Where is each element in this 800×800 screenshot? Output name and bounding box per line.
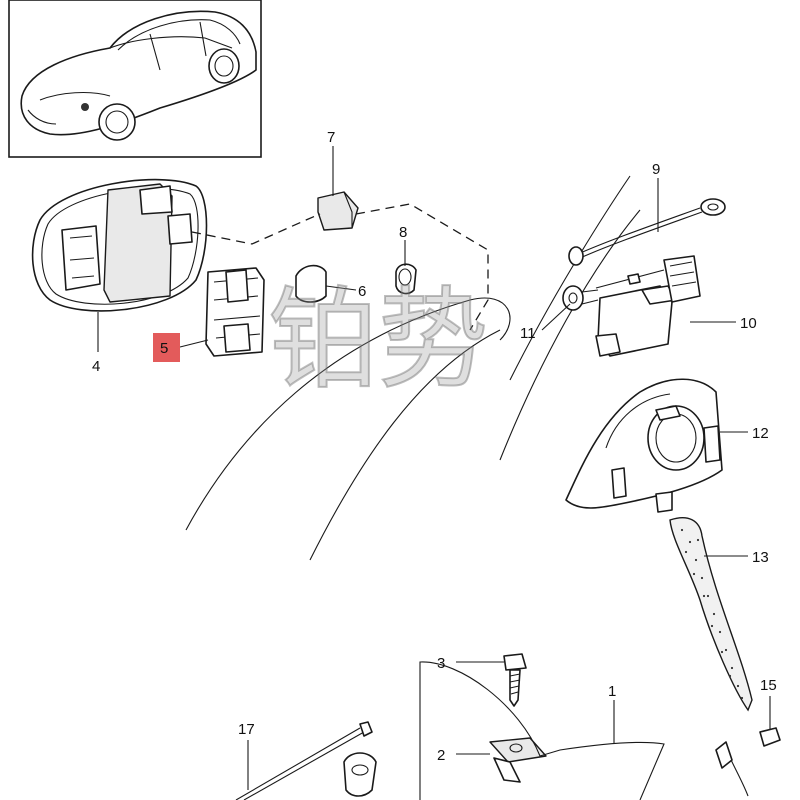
callout-13: 13 [752,549,769,566]
callout-9: 9 [652,161,660,178]
part-13-hose [669,517,753,712]
part-11-plunger [562,285,599,311]
callout-5: 5 [160,340,168,357]
part-3-screw [503,653,527,707]
callout-12: 12 [752,425,769,442]
car-illustration [20,10,257,141]
callout-8: 8 [399,224,407,241]
callout-3: 3 [437,655,445,672]
part-6-clip [295,264,327,303]
callout-17: 17 [238,721,255,738]
vehicle-thumbnail [8,0,262,158]
part-8-grommet [395,263,417,295]
leader-lines [97,146,771,790]
part-15-clip [715,727,781,797]
callout-5-highlight [153,333,180,362]
assembly-dashed-line [191,203,489,331]
callout-6: 6 [358,283,366,300]
part-7-bumper [317,191,359,231]
callout-11: 11 [520,325,536,342]
callout-1: 1 [608,683,616,700]
part-2-nut [489,737,547,783]
part-12-filler-housing [565,378,723,513]
callout-10: 10 [740,315,757,332]
part-5-bracket [205,267,265,357]
callout-7: 7 [327,129,335,146]
part-1-panel [419,661,665,800]
callout-labels: 7 4 5 6 8 9 10 11 12 13 15 3 2 1 17 [92,129,777,764]
part-9-cable [568,198,726,266]
part-4-fuel-flap [31,178,208,312]
part-17-rod [235,721,377,800]
body-panel-outlines [185,175,641,561]
part-10-actuator [595,255,701,357]
watermark: 铂势 [268,276,488,404]
callout-15: 15 [760,677,777,694]
callout-2: 2 [437,747,445,764]
callout-4: 4 [92,358,100,375]
